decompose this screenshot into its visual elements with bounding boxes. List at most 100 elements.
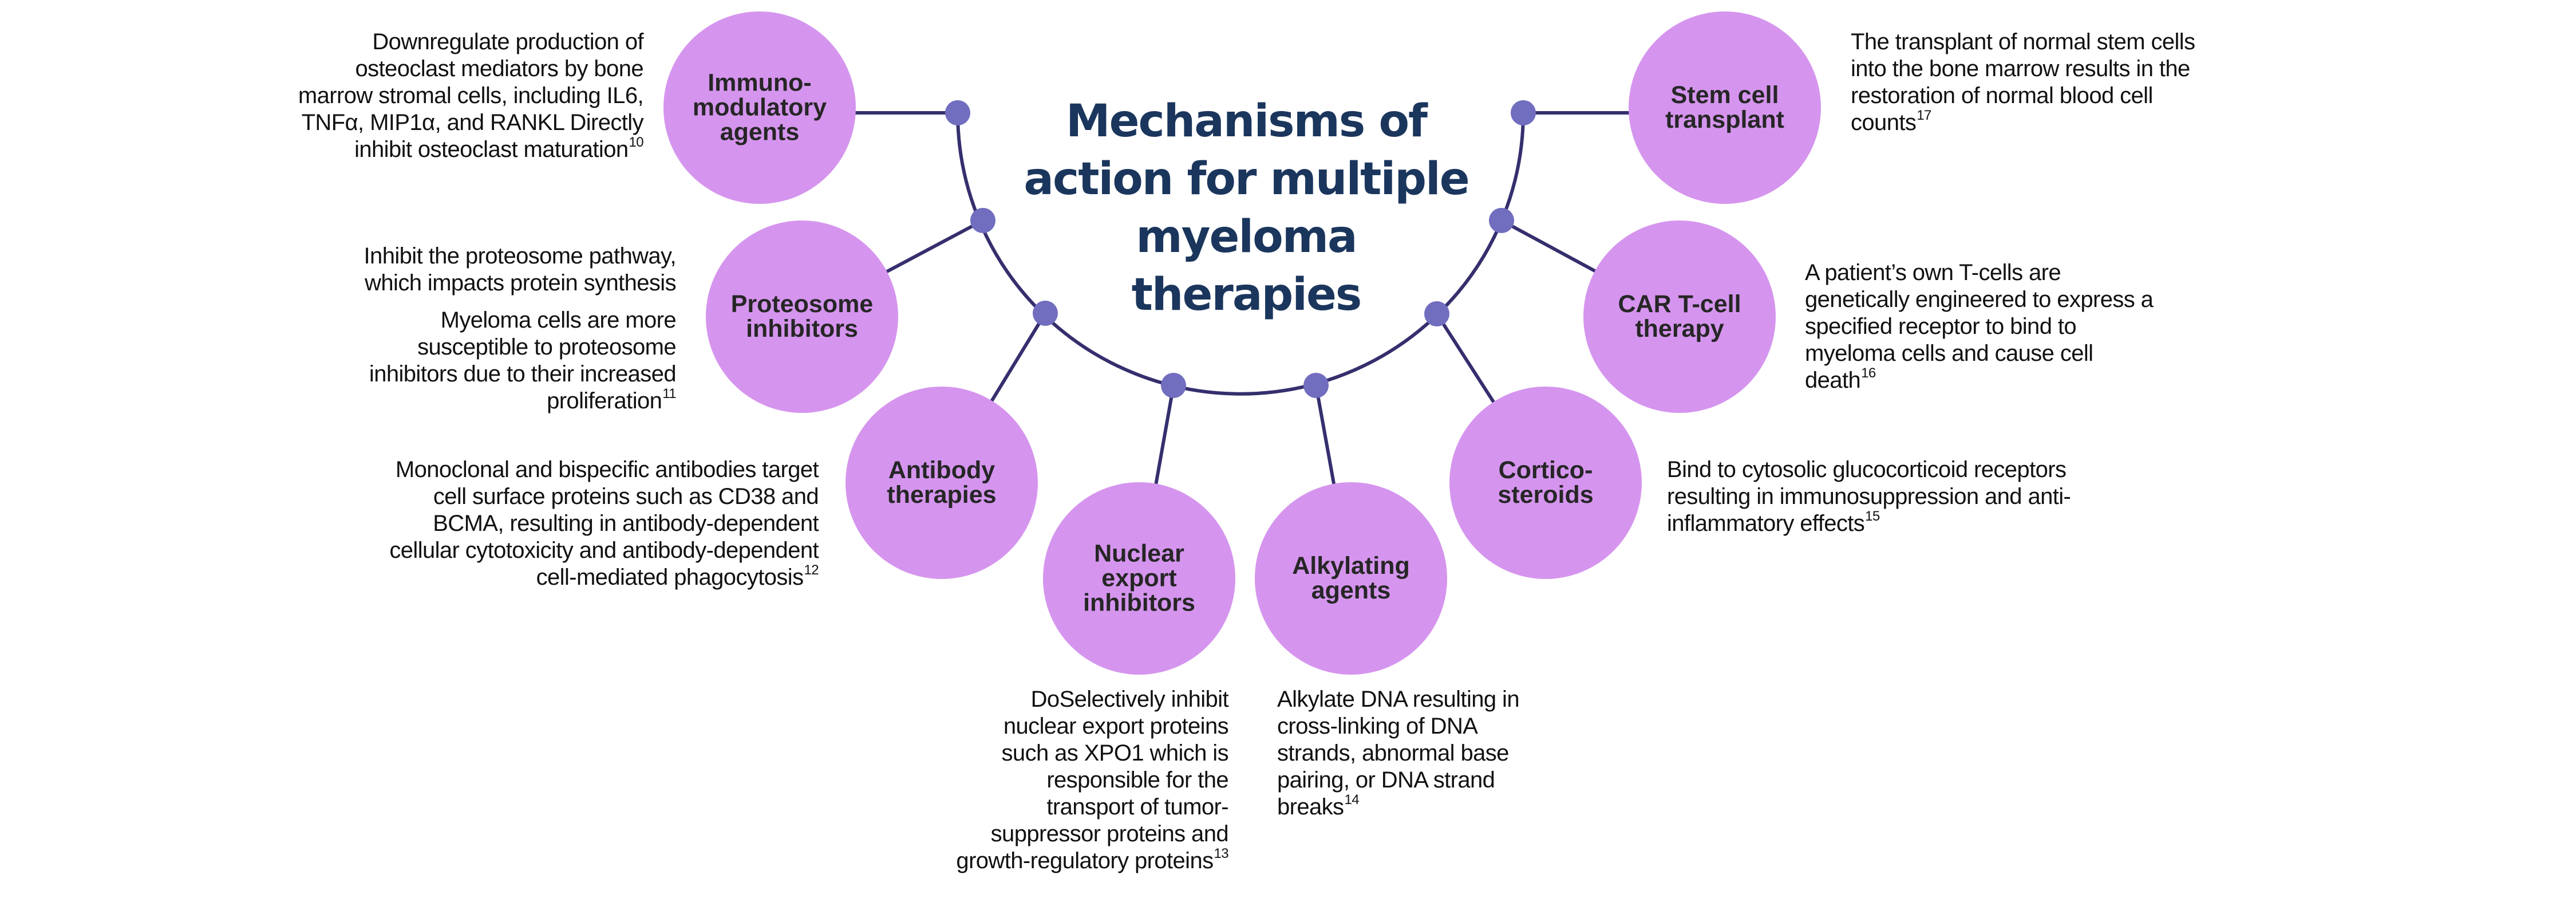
description-line: specified receptor to bind to xyxy=(1805,313,2153,340)
description-line: pairing, or DNA strand xyxy=(1277,767,1519,794)
description-text: cell surface proteins such as CD38 and xyxy=(433,484,819,509)
description-line: cellular cytotoxicity and antibody-depen… xyxy=(389,537,819,564)
description-text: resulting in immunosuppression and anti- xyxy=(1667,484,2071,509)
junction-dot-corticosteroids xyxy=(1424,301,1449,326)
therapy-node-stem-cell xyxy=(1629,11,1821,204)
description-line: which impacts protein synthesis xyxy=(364,270,676,297)
description-text: such as XPO1 which is xyxy=(1001,740,1229,766)
description-line: Myeloma cells are more xyxy=(369,307,677,334)
description-line: susceptible to proteosome xyxy=(369,334,677,361)
hub-arc xyxy=(956,112,1525,396)
description-line: counts17 xyxy=(1851,109,2195,136)
description-line: such as XPO1 which is xyxy=(956,740,1229,767)
description-text: inflammatory effects xyxy=(1667,511,1865,536)
description-line: cell-mediated phagocytosis12 xyxy=(389,564,819,591)
therapy-node-immunomodulatory xyxy=(663,11,856,204)
description-line: breaks14 xyxy=(1277,793,1519,821)
description-line: resulting in immunosuppression and anti- xyxy=(1667,483,2071,510)
description-line: osteoclast mediators by bone xyxy=(298,56,644,82)
description-line: cross-linking of DNA xyxy=(1277,713,1519,740)
therapy-label-line: Antibody xyxy=(888,456,995,484)
description-text: Alkylate DNA resulting in xyxy=(1277,687,1520,712)
therapy-label-line: transplant xyxy=(1665,106,1784,133)
description-line: Bind to cytosolic glucocorticoid recepto… xyxy=(1667,456,2071,483)
description-text: pairing, or DNA strand xyxy=(1277,767,1495,793)
description-line: suppressor proteins and xyxy=(956,821,1229,848)
description-text: Inhibit the proteosome pathway, xyxy=(364,243,677,269)
therapy-label-corticosteroids: Cortico-steroids xyxy=(1460,458,1631,507)
reference-number: 15 xyxy=(1865,509,1880,524)
junction-dot-alkylating xyxy=(1303,373,1329,398)
description-line: inhibit osteoclast maturation10 xyxy=(298,135,644,163)
description-line: strands, abnormal base xyxy=(1277,740,1519,767)
reference-number: 13 xyxy=(1214,846,1229,861)
description-text: specified receptor to bind to xyxy=(1805,314,2077,339)
description-text: marrow stromal cells, including IL6, xyxy=(298,83,644,108)
description-line: death16 xyxy=(1805,367,2153,394)
therapy-node-corticosteroids xyxy=(1449,387,1642,579)
therapy-node-antibody xyxy=(846,387,1038,579)
description-line: marrow stromal cells, including IL6, xyxy=(298,82,644,109)
description-line: Alkylate DNA resulting in xyxy=(1277,686,1520,713)
description-line: inflammatory effects15 xyxy=(1667,510,2071,537)
description-text: Bind to cytosolic glucocorticoid recepto… xyxy=(1667,457,2067,482)
description-text: genetically engineered to express a xyxy=(1805,287,2154,312)
junction-dot-car-t xyxy=(1489,208,1514,233)
therapy-node-nuclear-export xyxy=(1043,482,1235,675)
description-text: transport of tumor- xyxy=(1046,794,1228,820)
description-text: BCMA, resulting in antibody-dependent xyxy=(433,511,819,536)
page-title: Mechanisms of action for multiple myelom… xyxy=(1017,93,1475,324)
description-line: myeloma cells and cause cell xyxy=(1805,340,2153,367)
therapy-node-car-t xyxy=(1583,220,1776,413)
therapy-label-line: Nuclear xyxy=(1094,539,1184,568)
description-text: DoSelectively inhibit xyxy=(1030,687,1229,712)
therapy-label-line: agents xyxy=(1311,577,1391,604)
therapy-label-line: modulatory xyxy=(692,93,827,121)
description-text: Monoclonal and bispecific antibodies tar… xyxy=(395,457,819,482)
description-text: Downregulate production of xyxy=(372,29,643,54)
therapy-label-line: CAR T-cell xyxy=(1618,290,1741,318)
junction-dot-proteosome xyxy=(970,208,995,233)
description-text: nuclear export proteins xyxy=(1003,714,1229,739)
therapy-label-line: therapies xyxy=(887,481,997,509)
description-line: Monoclonal and bispecific antibodies tar… xyxy=(389,456,819,483)
reference-number: 10 xyxy=(629,135,644,150)
therapy-label-line: Cortico- xyxy=(1498,456,1593,484)
description-text: myeloma cells and cause cell xyxy=(1805,341,2093,366)
therapy-node-alkylating xyxy=(1255,482,1447,675)
description-text: osteoclast mediators by bone xyxy=(355,56,644,81)
description-line: A patient’s own T-cells are xyxy=(1805,259,2153,286)
therapy-label-line: steroids xyxy=(1498,481,1594,509)
description-text: responsible for the xyxy=(1046,767,1228,793)
description-line: BCMA, resulting in antibody-dependent xyxy=(389,510,819,537)
therapy-label-line: therapy xyxy=(1635,315,1724,342)
description-line: transport of tumor- xyxy=(956,794,1228,821)
description-line: proliferation11 xyxy=(369,387,677,415)
description-text: strands, abnormal base xyxy=(1277,740,1509,766)
description-text: into the bone marrow results in the xyxy=(1851,56,2190,81)
reference-number: 17 xyxy=(1917,108,1931,123)
reference-number: 16 xyxy=(1861,365,1876,381)
therapy-label-line: Immuno- xyxy=(708,69,812,97)
description-line: responsible for the xyxy=(956,767,1228,794)
junction-dot-stem-cell xyxy=(1511,100,1536,125)
description-line: genetically engineered to express a xyxy=(1805,286,2154,313)
description-text: A patient’s own T-cells are xyxy=(1805,260,2061,285)
description-line: Downregulate production of xyxy=(298,29,643,56)
description-text: cell-mediated phagocytosis xyxy=(536,565,804,590)
junction-dot-nuclear-export xyxy=(1161,373,1186,398)
description-line: DoSelectively inhibit xyxy=(956,686,1229,713)
title-line-3: myeloma therapies xyxy=(1131,211,1362,321)
junction-dot-immunomodulatory xyxy=(945,100,970,125)
description-line: Inhibit the proteosome pathway, xyxy=(364,243,677,270)
